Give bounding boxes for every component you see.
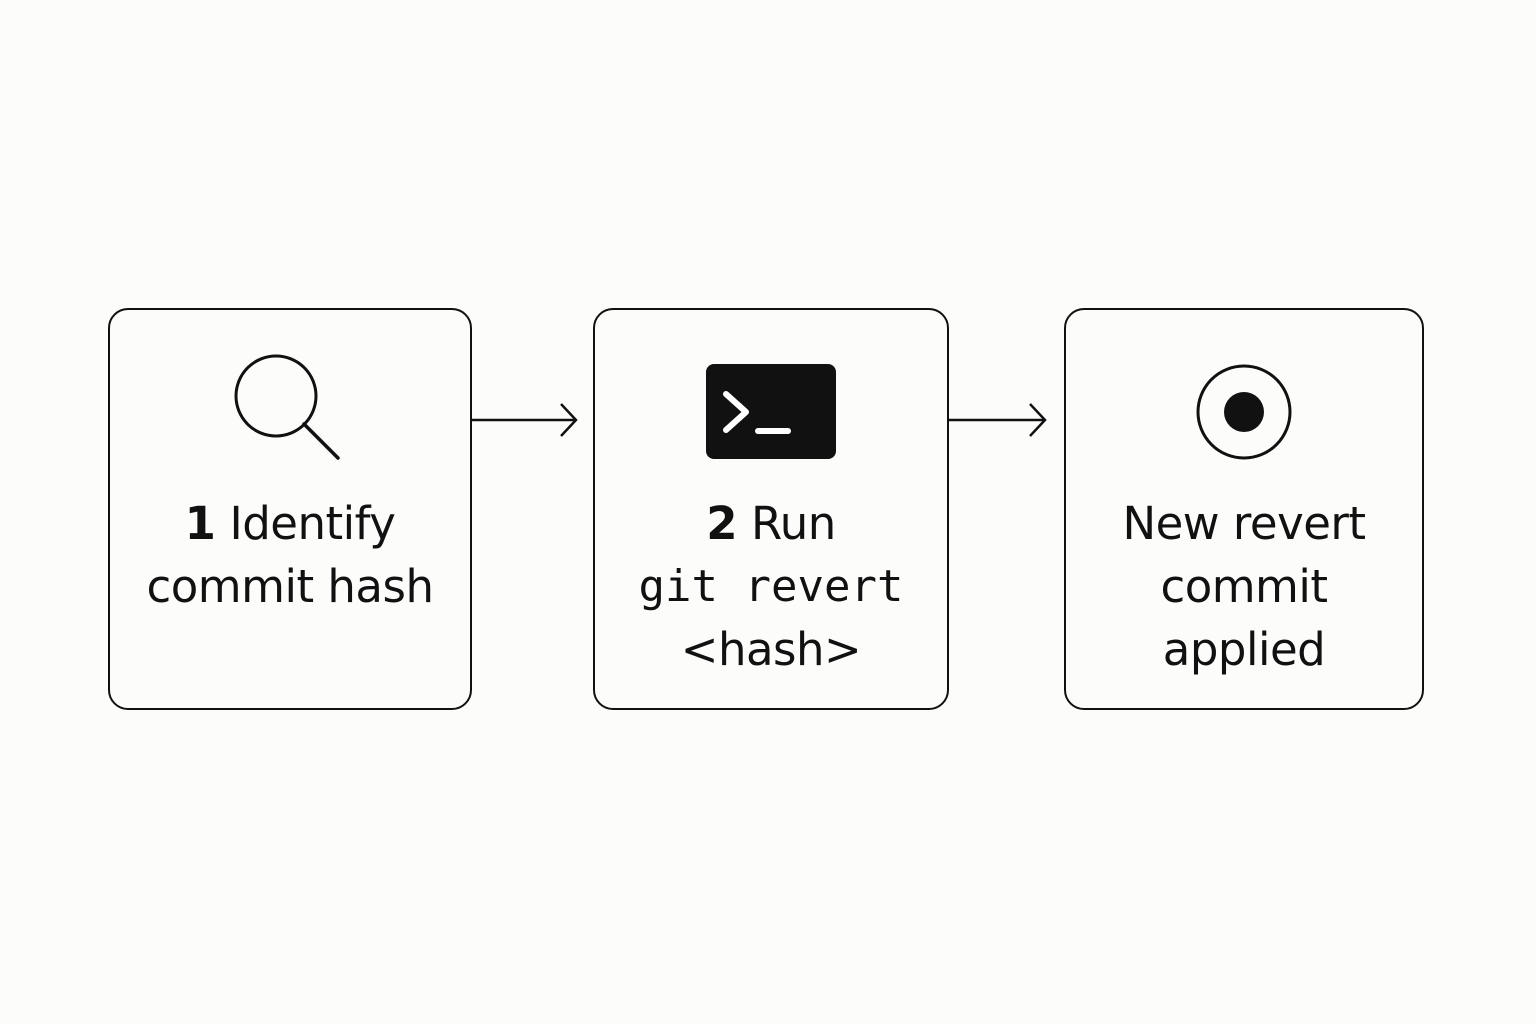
step-title: New revert	[1122, 497, 1366, 550]
target-icon	[1196, 364, 1292, 460]
step-number: 2	[706, 497, 737, 550]
step-argument: <hash>	[680, 623, 862, 676]
arrow-right-icon	[472, 403, 578, 437]
step-subtitle: commit	[1160, 560, 1328, 613]
search-icon	[234, 354, 340, 460]
step-number: 1	[184, 497, 216, 550]
step-status: applied	[1162, 623, 1326, 676]
step-title: Run	[751, 497, 836, 550]
arrow-right-icon	[949, 403, 1047, 437]
terminal-icon	[706, 364, 836, 459]
step-subtitle: commit hash	[146, 560, 434, 613]
step-command: git revert	[638, 561, 904, 612]
step-title: Identify	[229, 497, 396, 550]
step-label: New revert commit applied	[1066, 492, 1422, 681]
step-label: 2 Run git revert <hash>	[595, 492, 947, 681]
step-revert-applied: New revert commit applied	[1064, 308, 1424, 710]
step-run-git-revert: 2 Run git revert <hash>	[593, 308, 949, 710]
